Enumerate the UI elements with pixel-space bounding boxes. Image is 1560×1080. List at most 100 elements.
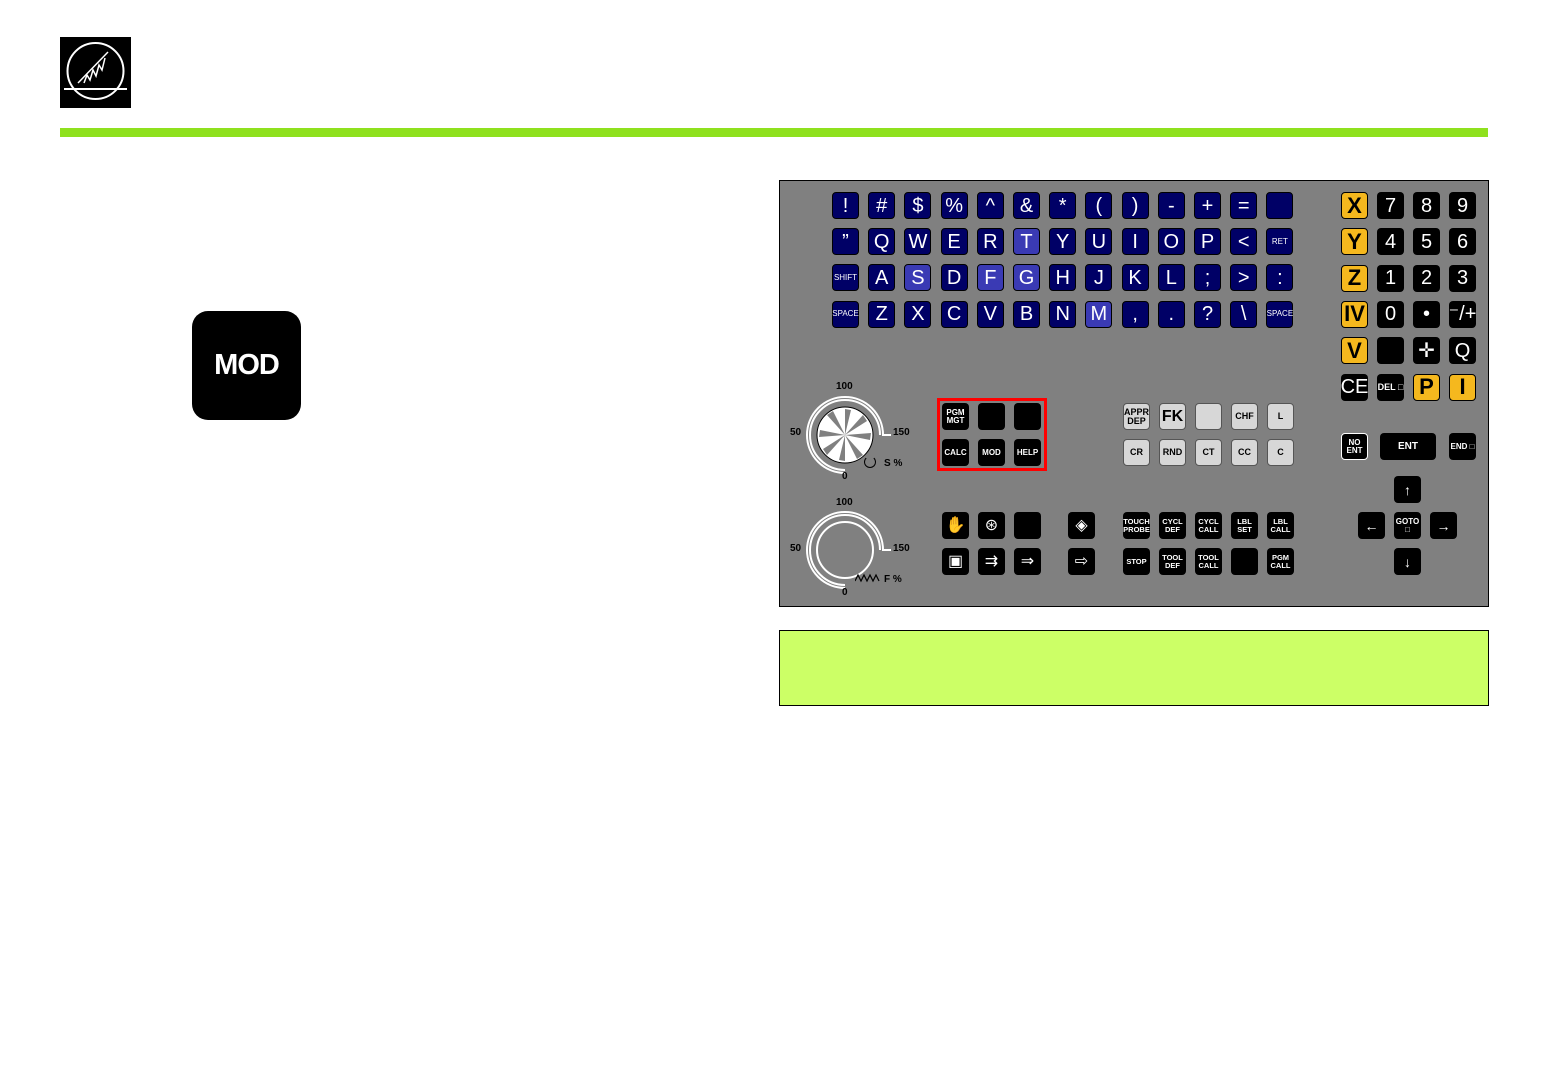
key-symbol-3-10[interactable]: ? (1194, 300, 1221, 328)
key-s-2-2[interactable]: S (904, 264, 932, 292)
key-symbol-0-3[interactable]: % (940, 192, 968, 219)
num-key-del-5-1[interactable]: DEL □ (1377, 373, 1404, 401)
key-r-1-4[interactable]: R (976, 228, 1004, 256)
path-key-rnd-1-1[interactable]: RND (1159, 439, 1186, 466)
manual-mode-icon[interactable]: ✋ (942, 512, 969, 539)
key-symbol-3-9[interactable]: . (1157, 300, 1185, 328)
key-v-3-4[interactable]: V (976, 300, 1004, 328)
key-space-3-0[interactable]: SPACE (832, 300, 859, 328)
key-o-1-9[interactable]: O (1157, 228, 1185, 256)
program-test-icon[interactable]: ⇒ (1014, 548, 1041, 575)
path-key-cr-1-0[interactable]: CR (1123, 439, 1150, 466)
cycle-key-pgm-call-1-4[interactable]: PGM CALL (1267, 548, 1294, 575)
key-symbol-0-6[interactable]: * (1049, 192, 1077, 219)
num-key-8-0-2[interactable]: 8 (1413, 192, 1440, 219)
num-key-blank-4-1[interactable] (1377, 337, 1404, 365)
num-key-6-1-3[interactable]: 6 (1449, 228, 1476, 256)
key-j-2-7[interactable]: J (1085, 264, 1113, 292)
pgm-key-calc-1-0[interactable]: CALC (942, 439, 969, 466)
key-symbol-0-10[interactable]: + (1194, 192, 1221, 219)
key-p-1-10[interactable]: P (1194, 228, 1221, 256)
num-key-2-2-2[interactable]: 2 (1413, 264, 1440, 292)
cycle-key-lbl-call-0-4[interactable]: LBL CALL (1267, 512, 1294, 539)
cycle-key-stop-1-0[interactable]: STOP (1123, 548, 1150, 575)
spindle-override-dial[interactable] (805, 395, 895, 475)
num-key-iv-3-0[interactable]: IV (1341, 300, 1368, 328)
cycle-key-touch-probe-0-0[interactable]: TOUCH PROBE (1123, 512, 1150, 539)
arrow-up-key[interactable]: ↑ (1394, 476, 1421, 503)
key-blank-0-12[interactable] (1266, 192, 1294, 219)
path-key-l-0-4[interactable]: L (1267, 403, 1294, 430)
key-i-1-8[interactable]: I (1121, 228, 1149, 256)
key-symbol-0-7[interactable]: ( (1085, 192, 1113, 219)
ent-key[interactable]: ENT (1380, 433, 1436, 460)
key-symbol-0-0[interactable]: ! (832, 192, 859, 219)
arrow-right-key[interactable]: → (1430, 512, 1457, 539)
key-n-3-6[interactable]: N (1049, 300, 1077, 328)
key-symbol-1-11[interactable]: < (1230, 228, 1258, 256)
path-key-cc-1-3[interactable]: CC (1231, 439, 1258, 466)
key-z-3-1[interactable]: Z (868, 300, 896, 328)
num-key-4-1-1[interactable]: 4 (1377, 228, 1404, 256)
num-key-y-1-0[interactable]: Y (1341, 228, 1368, 256)
num-key-p-5-2[interactable]: P (1413, 373, 1440, 401)
key-symbol-0-11[interactable]: = (1230, 192, 1258, 219)
pgm-key-blank-0-2[interactable] (1014, 403, 1041, 430)
key-m-3-7[interactable]: M (1085, 300, 1113, 328)
key-l-2-9[interactable]: L (1157, 264, 1185, 292)
cycle-key-cycl-call-0-2[interactable]: CYCL CALL (1195, 512, 1222, 539)
blank[interactable] (1014, 512, 1041, 539)
key-space-3-12[interactable]: SPACE (1266, 300, 1294, 328)
path-key-chf-0-3[interactable]: CHF (1231, 403, 1258, 430)
key-h-2-6[interactable]: H (1049, 264, 1077, 292)
num-key-symbol-4-2[interactable]: ✛ (1413, 337, 1440, 365)
key-b-3-5[interactable]: B (1013, 300, 1040, 328)
key-ret-1-12[interactable]: RET (1266, 228, 1294, 256)
pgm-key-mod-1-1[interactable]: MOD (978, 439, 1005, 466)
key-shift-2-0[interactable]: SHIFT (832, 264, 859, 292)
end-key[interactable]: END □ (1449, 433, 1476, 460)
cycle-key-tool-call-1-2[interactable]: TOOL CALL (1195, 548, 1222, 575)
num-key-0-3-1[interactable]: 0 (1377, 300, 1404, 328)
num-key-symbol-3-3[interactable]: ⁻/+ (1449, 300, 1476, 328)
feed-override-dial[interactable] (805, 510, 895, 590)
key-g-2-5[interactable]: G (1013, 264, 1040, 292)
key-symbol-2-12[interactable]: : (1266, 264, 1294, 292)
programming-edit-icon[interactable]: ⇨ (1068, 548, 1095, 575)
cycle-key-cycl-def-0-1[interactable]: CYCL DEF (1159, 512, 1186, 539)
num-key-ce-5-0[interactable]: CE (1341, 373, 1368, 401)
no-ent-key[interactable]: NO ENT (1341, 433, 1368, 460)
key-u-1-7[interactable]: U (1085, 228, 1113, 256)
key-symbol-0-1[interactable]: # (868, 192, 896, 219)
path-key-appr-dep-0-0[interactable]: APPR DEP (1123, 403, 1150, 430)
key-symbol-1-0[interactable]: ” (832, 228, 859, 256)
key-symbol-2-10[interactable]: ; (1194, 264, 1221, 292)
path-key-ct-1-2[interactable]: CT (1195, 439, 1222, 466)
arrow-down-key[interactable]: ↓ (1394, 548, 1421, 575)
cycle-key-blank-1-3[interactable] (1231, 548, 1258, 575)
key-d-2-3[interactable]: D (940, 264, 968, 292)
cycle-key-tool-def-1-1[interactable]: TOOL DEF (1159, 548, 1186, 575)
key-symbol-2-11[interactable]: > (1230, 264, 1258, 292)
key-symbol-0-2[interactable]: $ (904, 192, 932, 219)
key-symbol-3-11[interactable]: \ (1230, 300, 1258, 328)
key-e-1-3[interactable]: E (940, 228, 968, 256)
num-key-3-2-3[interactable]: 3 (1449, 264, 1476, 292)
num-key-5-1-2[interactable]: 5 (1413, 228, 1440, 256)
mod-key[interactable]: MOD (192, 311, 301, 420)
key-x-3-2[interactable]: X (904, 300, 932, 328)
pgm-key-help-1-2[interactable]: HELP (1014, 439, 1041, 466)
path-key-fk-0-1[interactable]: FK (1159, 403, 1186, 430)
num-key-x-0-0[interactable]: X (1341, 192, 1368, 219)
num-key-1-2-1[interactable]: 1 (1377, 264, 1404, 292)
num-key-z-2-0[interactable]: Z (1341, 264, 1368, 292)
pgm-key-blank-0-1[interactable] (978, 403, 1005, 430)
program-run-full-icon[interactable]: ⇉ (978, 548, 1005, 575)
goto-key[interactable]: GOTO □ (1394, 512, 1421, 539)
program-run-single-icon[interactable]: ▣ (942, 548, 969, 575)
key-k-2-8[interactable]: K (1121, 264, 1149, 292)
key-c-3-3[interactable]: C (940, 300, 968, 328)
key-t-1-5[interactable]: T (1013, 228, 1040, 256)
num-key-symbol-3-2[interactable]: • (1413, 300, 1440, 328)
key-symbol-3-8[interactable]: , (1121, 300, 1149, 328)
